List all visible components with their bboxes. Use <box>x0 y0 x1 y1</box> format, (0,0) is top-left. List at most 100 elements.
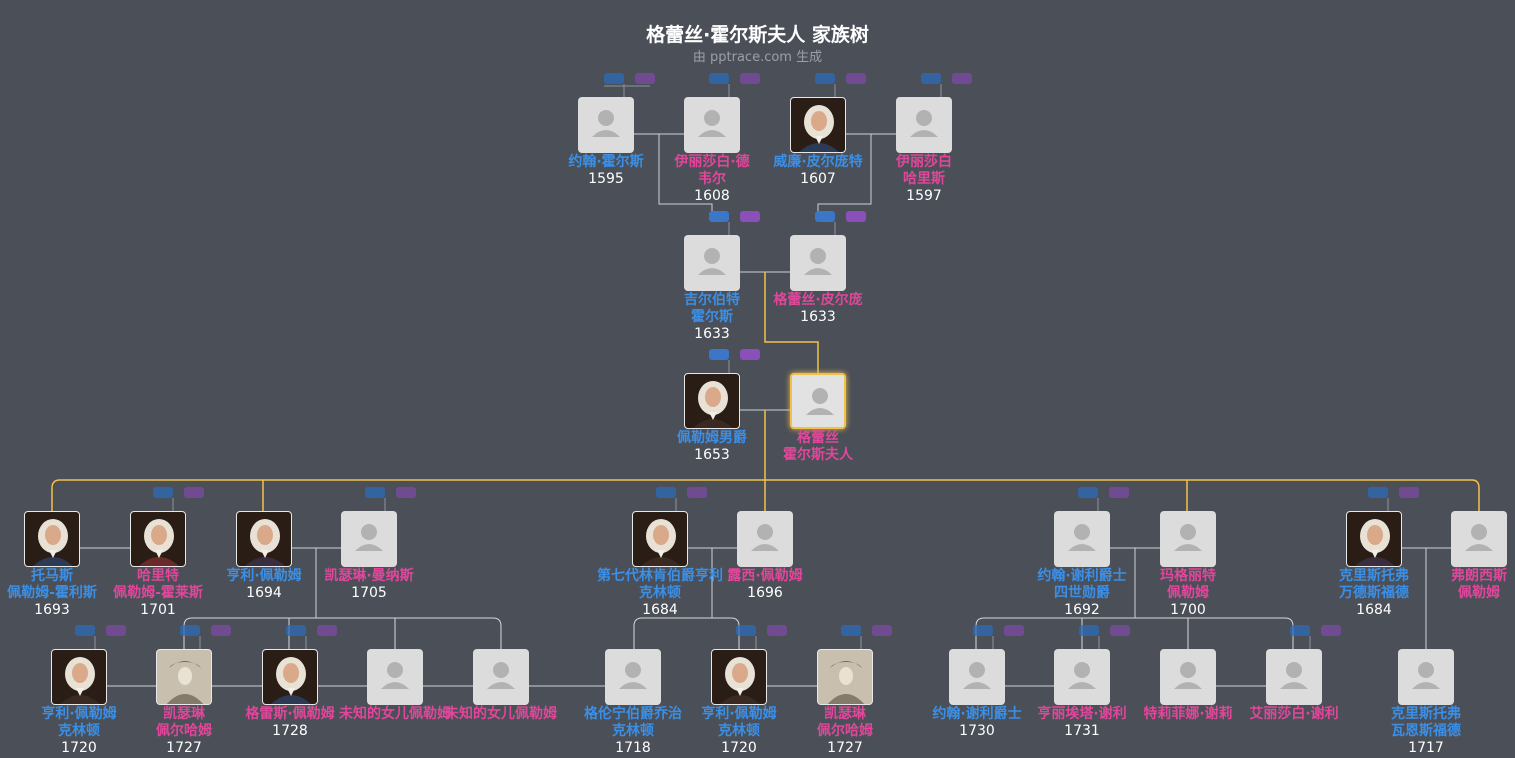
person-name[interactable]: 未知的女儿佩勒姆 <box>445 706 557 722</box>
father-toggle-button[interactable] <box>1290 625 1310 636</box>
mother-toggle-button[interactable] <box>1399 487 1419 498</box>
mother-toggle-button[interactable] <box>317 625 337 636</box>
person-card[interactable] <box>737 511 793 567</box>
person-card[interactable] <box>236 511 292 567</box>
person-name[interactable]: 克林顿 <box>639 585 681 601</box>
person-card[interactable] <box>1160 649 1216 705</box>
mother-toggle-button[interactable] <box>1109 487 1129 498</box>
person-card[interactable] <box>684 235 740 291</box>
mother-toggle-button[interactable] <box>184 487 204 498</box>
mother-toggle-button[interactable] <box>740 73 760 84</box>
person-name[interactable]: 玛格丽特 <box>1160 568 1216 584</box>
person-name[interactable]: 格蕾丝·皮尔庞 <box>773 292 863 308</box>
person-name[interactable]: 艾丽莎白·谢利 <box>1249 706 1339 722</box>
person-name[interactable]: 佩勒姆 <box>1458 585 1500 601</box>
person-name[interactable]: 霍尔斯 <box>691 309 733 325</box>
person-card[interactable] <box>1398 649 1454 705</box>
father-toggle-button[interactable] <box>921 73 941 84</box>
mother-toggle-button[interactable] <box>106 625 126 636</box>
father-toggle-button[interactable] <box>815 211 835 222</box>
person-name[interactable]: 第七代林肯伯爵亨利 <box>597 568 723 584</box>
person-card[interactable] <box>790 235 846 291</box>
person-card[interactable] <box>1266 649 1322 705</box>
person-name[interactable]: 万德斯福德 <box>1339 585 1409 601</box>
person-card[interactable] <box>1054 511 1110 567</box>
person-name[interactable]: 佩勒姆-霍莱斯 <box>113 585 203 601</box>
father-toggle-button[interactable] <box>1368 487 1388 498</box>
person-name[interactable]: 格雷斯·佩勒姆 <box>245 706 335 722</box>
person-name[interactable]: 凯瑟琳 <box>824 706 866 722</box>
person-name[interactable]: 伊丽莎白·德 <box>674 154 750 170</box>
person-name[interactable]: 凯瑟琳·曼纳斯 <box>324 568 414 584</box>
person-card[interactable] <box>51 649 107 705</box>
person-name[interactable]: 约翰·谢利爵士 <box>1037 568 1127 584</box>
selected-person-card[interactable] <box>790 373 846 429</box>
person-name[interactable]: 弗朗西斯 <box>1451 568 1507 584</box>
person-card[interactable] <box>684 373 740 429</box>
person-name[interactable]: 哈里斯 <box>903 171 945 187</box>
mother-toggle-button[interactable] <box>687 487 707 498</box>
person-card[interactable] <box>473 649 529 705</box>
father-toggle-button[interactable] <box>973 625 993 636</box>
person-name[interactable]: 克林顿 <box>718 723 760 739</box>
father-toggle-button[interactable] <box>286 625 306 636</box>
person-card[interactable] <box>711 649 767 705</box>
person-card[interactable] <box>156 649 212 705</box>
person-name[interactable]: 霍尔斯夫人 <box>783 447 853 463</box>
person-name[interactable]: 克里斯托弗 <box>1391 706 1461 722</box>
person-name[interactable]: 佩勒姆-霍利斯 <box>7 585 97 601</box>
father-toggle-button[interactable] <box>180 625 200 636</box>
person-name[interactable]: 约翰·谢利爵士 <box>932 706 1022 722</box>
person-card[interactable] <box>1451 511 1507 567</box>
mother-toggle-button[interactable] <box>635 73 655 84</box>
person-name[interactable]: 瓦恩斯福德 <box>1391 723 1461 739</box>
mother-toggle-button[interactable] <box>211 625 231 636</box>
person-name[interactable]: 露西·佩勒姆 <box>727 568 803 584</box>
person-card[interactable] <box>130 511 186 567</box>
person-name[interactable]: 未知的女儿佩勒姆 <box>339 706 451 722</box>
person-card[interactable] <box>1054 649 1110 705</box>
person-name[interactable]: 克林顿 <box>612 723 654 739</box>
person-card[interactable] <box>1160 511 1216 567</box>
person-card[interactable] <box>684 97 740 153</box>
person-name[interactable]: 克林顿 <box>58 723 100 739</box>
father-toggle-button[interactable] <box>841 625 861 636</box>
person-name[interactable]: 约翰·霍尔斯 <box>568 154 644 170</box>
person-card[interactable] <box>896 97 952 153</box>
mother-toggle-button[interactable] <box>846 73 866 84</box>
father-toggle-button[interactable] <box>656 487 676 498</box>
mother-toggle-button[interactable] <box>1321 625 1341 636</box>
person-name[interactable]: 亨利·佩勒姆 <box>701 706 777 722</box>
person-card[interactable] <box>790 97 846 153</box>
person-card[interactable] <box>262 649 318 705</box>
father-toggle-button[interactable] <box>815 73 835 84</box>
person-card[interactable] <box>817 649 873 705</box>
person-card[interactable] <box>949 649 1005 705</box>
person-name[interactable]: 亨利·佩勒姆 <box>41 706 117 722</box>
father-toggle-button[interactable] <box>75 625 95 636</box>
person-card[interactable] <box>632 511 688 567</box>
person-name[interactable]: 格蕾丝 <box>797 430 839 446</box>
father-toggle-button[interactable] <box>709 73 729 84</box>
father-toggle-button[interactable] <box>1079 625 1099 636</box>
person-name[interactable]: 佩勒姆男爵 <box>677 430 747 446</box>
person-name[interactable]: 佩勒姆 <box>1167 585 1209 601</box>
father-toggle-button[interactable] <box>365 487 385 498</box>
mother-toggle-button[interactable] <box>1004 625 1024 636</box>
mother-toggle-button[interactable] <box>846 211 866 222</box>
person-name[interactable]: 四世勋爵 <box>1054 585 1110 601</box>
person-name[interactable]: 亨利·佩勒姆 <box>226 568 302 584</box>
father-toggle-button[interactable] <box>604 73 624 84</box>
father-toggle-button[interactable] <box>1078 487 1098 498</box>
mother-toggle-button[interactable] <box>872 625 892 636</box>
father-toggle-button[interactable] <box>153 487 173 498</box>
person-name[interactable]: 哈里特 <box>137 568 179 584</box>
mother-toggle-button[interactable] <box>740 349 760 360</box>
mother-toggle-button[interactable] <box>1110 625 1130 636</box>
person-card[interactable] <box>578 97 634 153</box>
person-name[interactable]: 托马斯 <box>31 568 73 584</box>
person-name[interactable]: 克里斯托弗 <box>1339 568 1409 584</box>
person-card[interactable] <box>1346 511 1402 567</box>
person-card[interactable] <box>24 511 80 567</box>
father-toggle-button[interactable] <box>736 625 756 636</box>
